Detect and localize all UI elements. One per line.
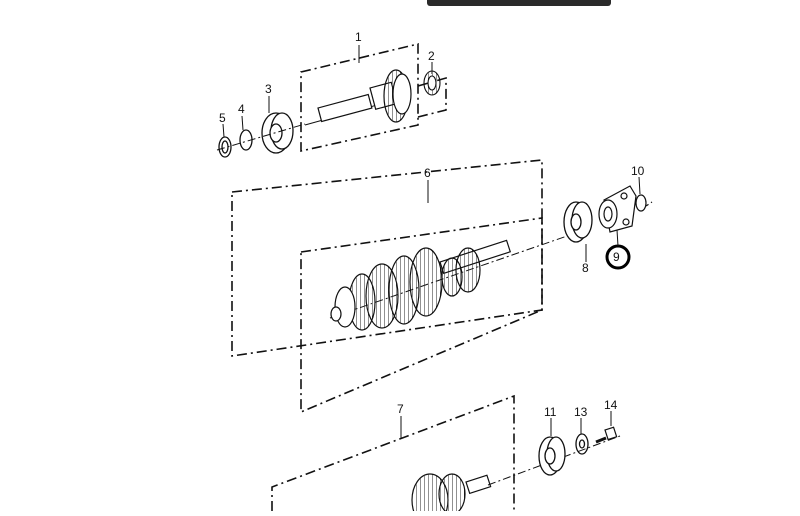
leader-lines (222, 45, 641, 438)
callout-1: 1 (355, 30, 362, 44)
part-2-needle-bearing (423, 70, 441, 96)
callout-5: 5 (219, 111, 226, 125)
box-7 (271, 394, 515, 511)
callout-3: 3 (265, 82, 272, 96)
callout-10: 10 (631, 164, 645, 178)
part-6-main-shaft (329, 234, 571, 331)
callout-14: 14 (604, 398, 618, 412)
callout-8: 8 (582, 261, 589, 275)
part-1-input-shaft (304, 69, 412, 126)
callout-4: 4 (238, 102, 245, 116)
part-10-washer (635, 194, 653, 212)
callout-2: 2 (428, 49, 435, 63)
axis-line-1 (216, 123, 306, 151)
part-7-countershaft (411, 435, 621, 516)
callout-9: 9 (613, 250, 620, 264)
callout-13: 13 (574, 405, 588, 419)
toolbar-edge (427, 0, 611, 6)
part-5-circlip (218, 136, 232, 158)
callout-7: 7 (397, 402, 404, 416)
part-11-bearing (538, 436, 566, 476)
part-14-bolt (595, 426, 618, 444)
callout-6: 6 (424, 166, 431, 180)
part-8-bearing (563, 201, 593, 243)
callout-11: 11 (544, 405, 557, 419)
part-9-bracket (598, 185, 637, 233)
part-13-washer (575, 433, 589, 455)
box-6 (231, 159, 543, 414)
part-3-bearing (261, 112, 294, 154)
